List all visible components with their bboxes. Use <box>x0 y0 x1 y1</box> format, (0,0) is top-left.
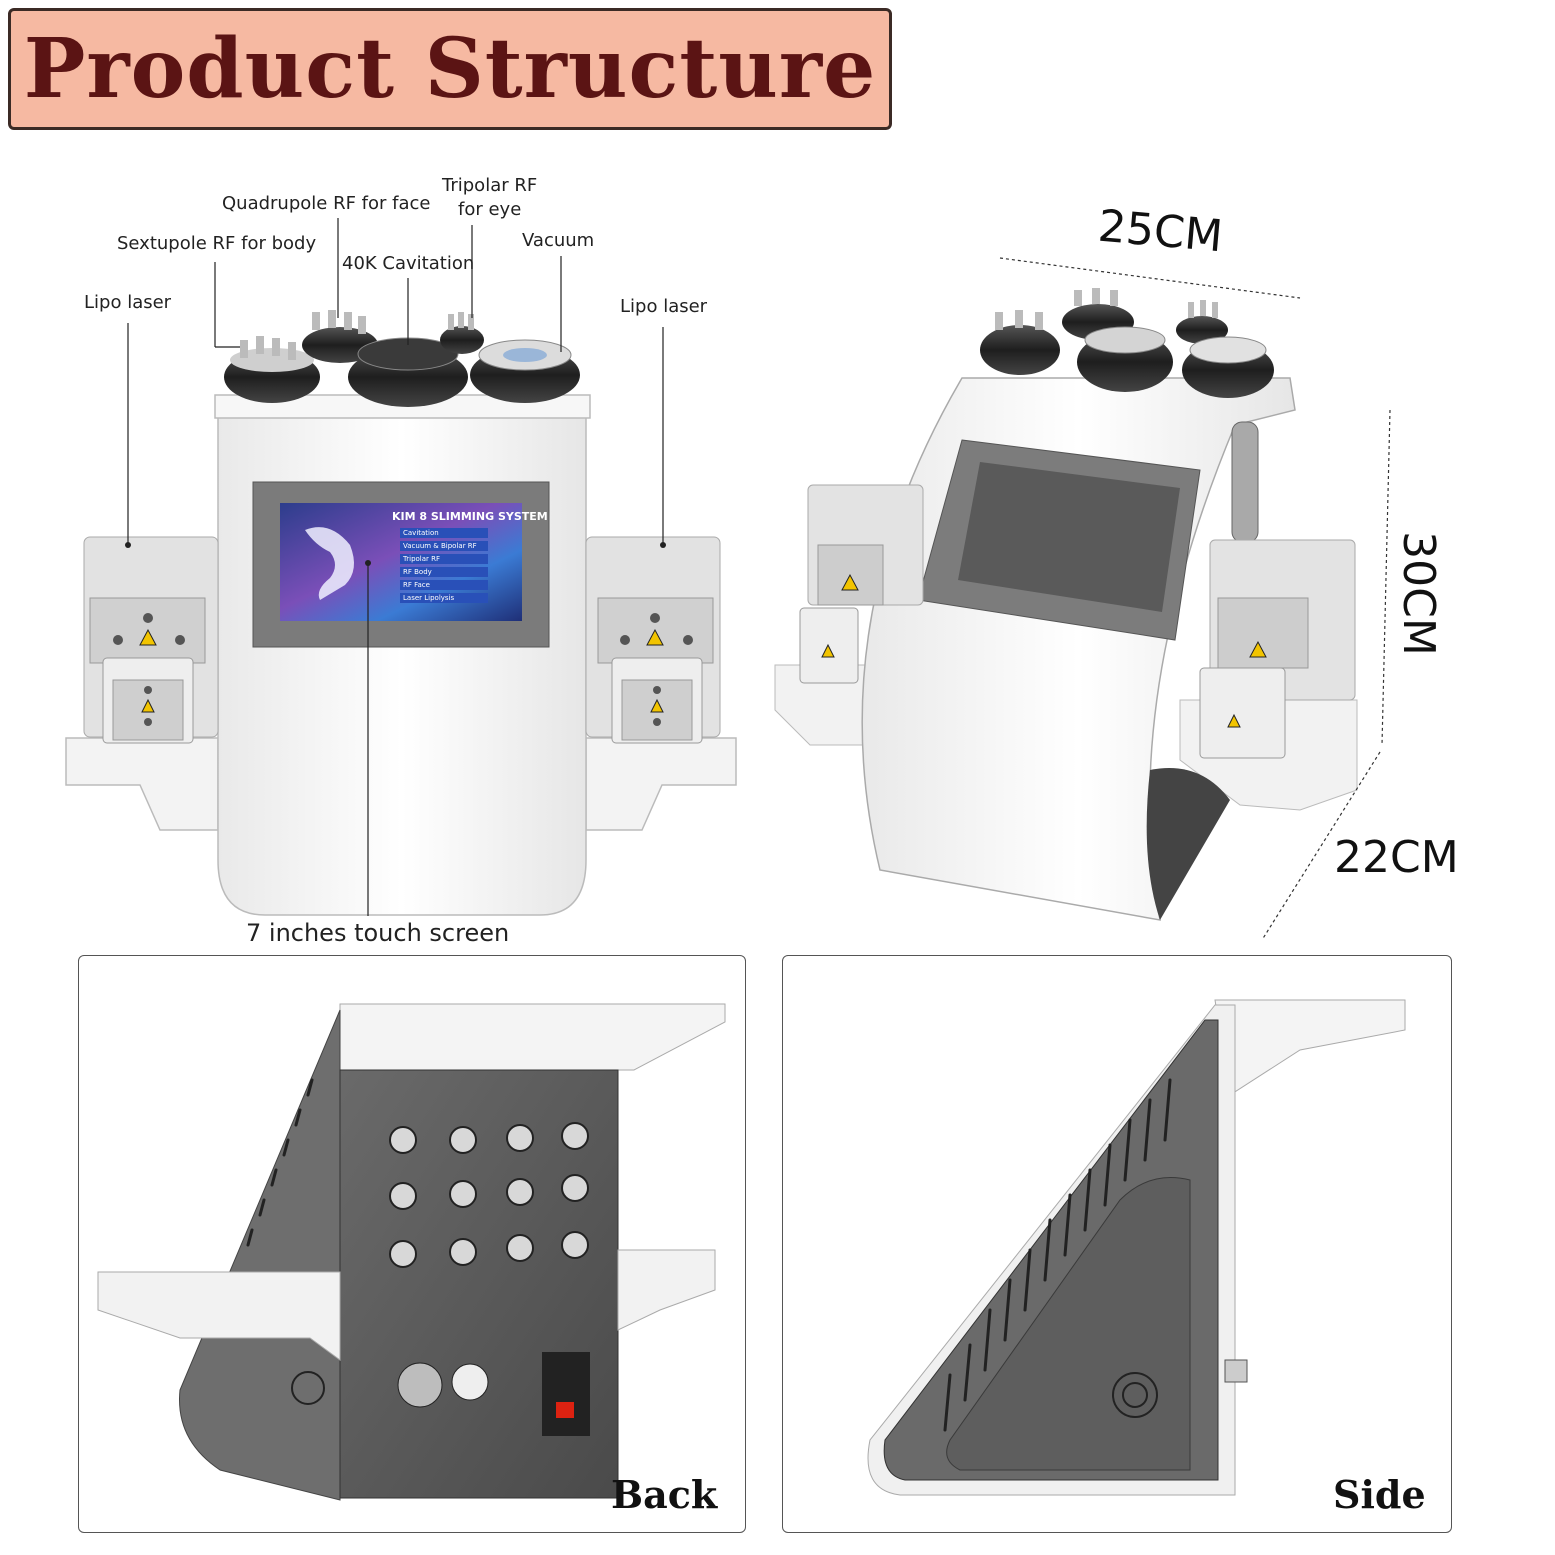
side-view <box>867 999 1406 1496</box>
label-touch-screen: 7 inches touch screen <box>246 919 510 947</box>
side-view-label: Side <box>1333 1472 1426 1517</box>
label-tripolar-rf-line1: Tripolar RF <box>442 175 538 196</box>
callout-lines <box>127 218 664 916</box>
handpieces-front <box>224 310 580 407</box>
front-view <box>65 310 737 916</box>
angled-view <box>774 257 1391 941</box>
title-banner: Product Structure <box>8 8 892 130</box>
back-view-label: Back <box>611 1472 718 1517</box>
screen-menu-item: Tripolar RF <box>400 554 488 564</box>
back-view <box>97 1003 726 1501</box>
back-view-panel: Back <box>78 955 746 1533</box>
screen-menu-item: Cavitation <box>400 528 488 538</box>
label-tripolar-rf-line2: for eye <box>458 199 522 220</box>
label-sextupole-rf: Sextupole RF for body <box>117 233 317 254</box>
label-lipo-laser-right: Lipo laser <box>620 296 708 317</box>
dimension-height: 30CM <box>1392 531 1444 656</box>
label-lipo-laser-left: Lipo laser <box>84 292 172 313</box>
screen-menu-item: RF Body <box>400 567 488 577</box>
screen-menu-item: Vacuum & Bipolar RF <box>400 541 488 551</box>
label-cavitation: 40K Cavitation <box>342 253 475 274</box>
screen-heading: KIM 8 SLIMMING SYSTEM <box>392 510 548 523</box>
dimension-width: 25CM <box>1096 200 1225 263</box>
lipo-laser-pads-right <box>585 536 721 744</box>
label-quadrupole-rf: Quadrupole RF for face <box>222 193 431 214</box>
label-vacuum: Vacuum <box>522 230 595 251</box>
page-title: Product Structure <box>23 21 877 117</box>
dimension-depth: 22CM <box>1334 832 1459 883</box>
side-view-panel: Side <box>782 955 1452 1533</box>
screen-menu-item: RF Face <box>400 580 488 590</box>
lipo-laser-pads-left <box>83 536 219 744</box>
screen-menu: Cavitation Vacuum & Bipolar RF Tripolar … <box>400 528 488 606</box>
screen-menu-item: Laser Lipolysis <box>400 593 488 603</box>
